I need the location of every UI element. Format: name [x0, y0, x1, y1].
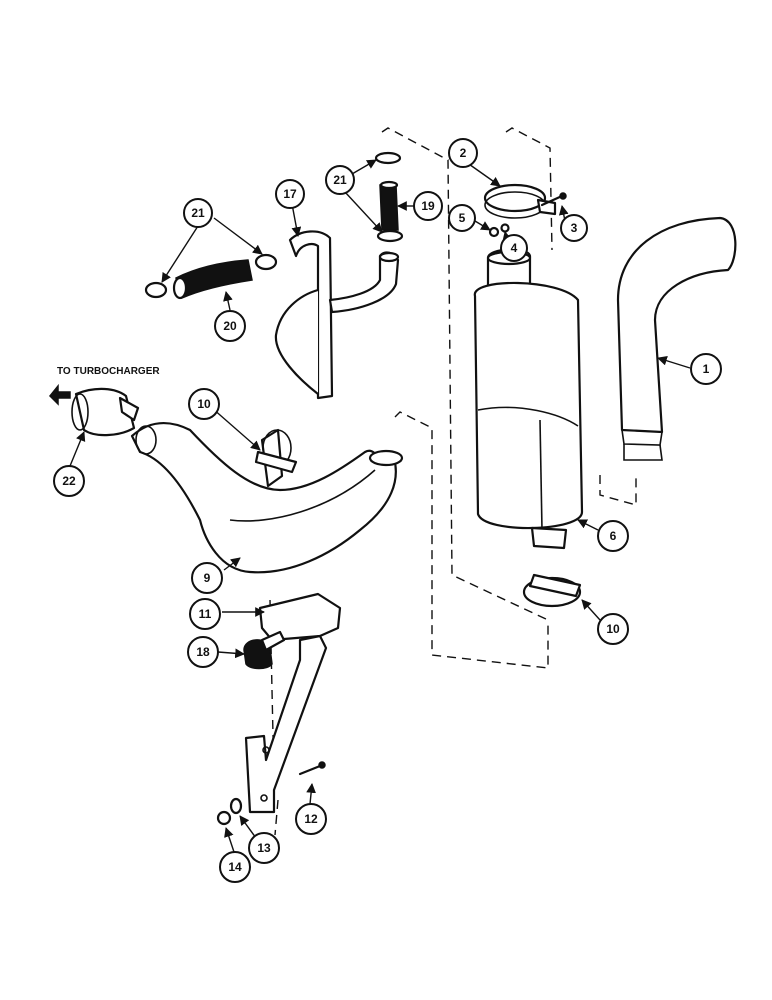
callout-3: 3 [560, 214, 588, 242]
callout-13: 13 [248, 832, 280, 864]
callout-21-top: 21 [325, 165, 355, 195]
callout-4: 4 [500, 234, 528, 262]
large-hose [144, 253, 278, 300]
callout-10-upper: 10 [188, 388, 220, 420]
bolt [540, 192, 567, 207]
callout-21-left: 21 [183, 198, 213, 228]
callout-11-label: 11 [199, 607, 212, 621]
small-hose [374, 151, 404, 243]
callout-13-label: 13 [257, 841, 271, 855]
bolt-12 [298, 761, 326, 776]
washer-13 [229, 797, 243, 815]
u-clamp-lower [522, 573, 582, 608]
callout-22: 22 [53, 465, 85, 497]
callout-2: 2 [448, 138, 478, 168]
nut-14 [216, 810, 232, 826]
pipe-clamp [243, 630, 286, 670]
callout-6: 6 [597, 520, 629, 552]
callout-11: 11 [189, 598, 221, 630]
turbo-clamp [71, 387, 140, 437]
callout-20-label: 20 [223, 319, 237, 333]
support-bracket [244, 592, 342, 814]
callout-12-label: 12 [304, 812, 318, 826]
callout-10-lower: 10 [597, 613, 629, 645]
turbocharger-label: TO TURBOCHARGER [57, 366, 160, 377]
callout-9-label: 9 [204, 571, 211, 585]
callout-18: 18 [187, 636, 219, 668]
tail-pipe [616, 216, 737, 461]
callout-4-label: 4 [511, 241, 518, 255]
formed-tube [274, 230, 400, 400]
band-clamp [483, 183, 557, 219]
callout-12: 12 [295, 803, 327, 835]
callout-14: 14 [219, 851, 251, 883]
callout-14-label: 14 [228, 860, 242, 874]
callout-17: 17 [275, 179, 305, 209]
callout-20: 20 [214, 310, 246, 342]
u-clamp-upper [254, 428, 298, 488]
leader-lines [69, 159, 691, 853]
nuts [488, 223, 510, 238]
exhaust-pipe [130, 422, 404, 574]
callout-6-label: 6 [610, 529, 617, 543]
turbocharger-direction: TO TURBOCHARGER [48, 366, 160, 406]
callout-17-label: 17 [283, 187, 297, 201]
callout-9: 9 [191, 562, 223, 594]
callout-19-label: 19 [421, 199, 435, 213]
muffler [473, 248, 584, 550]
callout-21-left-label: 21 [191, 206, 205, 220]
callout-19: 19 [413, 191, 443, 221]
callout-10-lower-label: 10 [606, 622, 620, 636]
callout-18-label: 18 [196, 645, 210, 659]
callout-1-label: 1 [703, 362, 710, 376]
callout-1: 1 [690, 353, 722, 385]
callout-5-label: 5 [459, 211, 466, 225]
callout-5: 5 [448, 204, 476, 232]
callout-3-label: 3 [571, 221, 578, 235]
callout-10-upper-label: 10 [197, 397, 211, 411]
callout-21-top-label: 21 [333, 173, 347, 187]
callout-2-label: 2 [460, 146, 467, 160]
callout-22-label: 22 [62, 474, 76, 488]
